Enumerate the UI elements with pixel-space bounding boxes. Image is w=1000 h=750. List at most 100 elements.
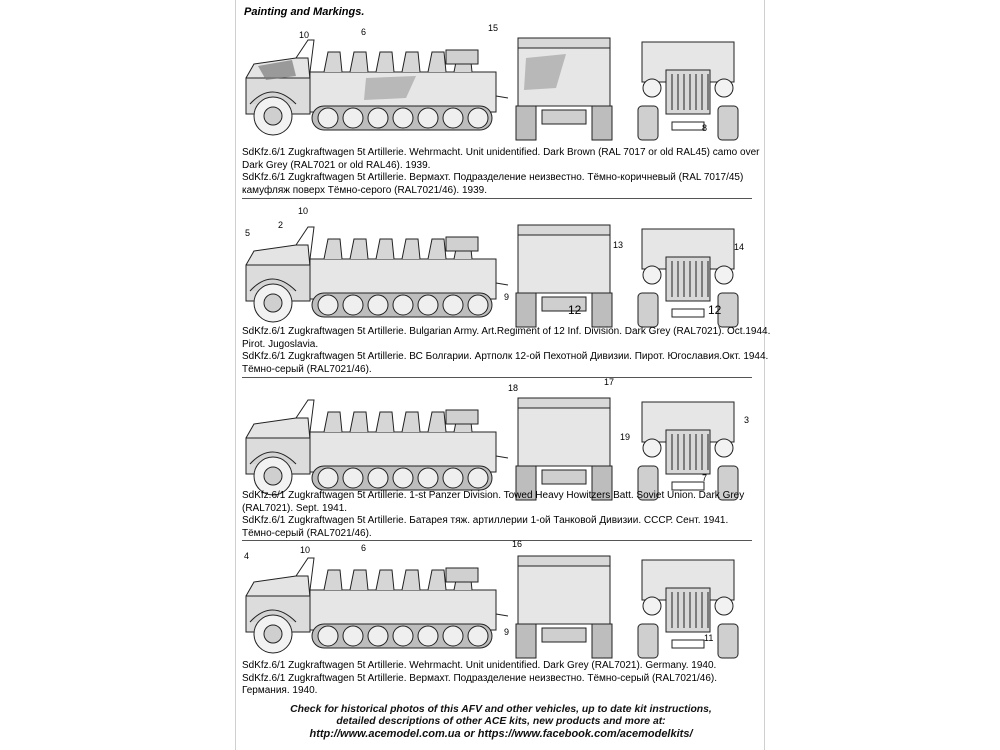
road-wheel — [367, 107, 389, 129]
callout-label: 16 — [512, 539, 523, 549]
road-wheel — [417, 467, 439, 489]
callout-label: 5 — [245, 228, 251, 238]
rear-track-right — [591, 623, 613, 659]
page-heading: Painting and Markings. — [244, 6, 365, 18]
crew-compartment — [309, 589, 497, 631]
windshield — [295, 557, 315, 591]
halftrack-drawing-2 — [245, 224, 739, 328]
seat-back — [323, 411, 343, 433]
callout-label: 12 — [708, 303, 722, 317]
rear-track-right — [591, 465, 613, 501]
road-wheel — [317, 625, 339, 647]
caption-line: SdKfz.6/1 Zugkraftwagen 5t Artillerie. 1… — [242, 490, 745, 501]
tow-hook — [495, 95, 509, 99]
caption-line: (RAL7021). Sept. 1941. — [242, 502, 348, 514]
seat-back — [323, 569, 343, 591]
road-wheel — [367, 294, 389, 316]
road-wheel — [417, 107, 439, 129]
seat-back — [427, 569, 447, 591]
headlight-right — [714, 596, 734, 616]
front-tyre-right — [717, 465, 739, 501]
windshield — [295, 226, 315, 260]
rear-track-left — [515, 105, 537, 141]
headlight-left — [642, 78, 662, 98]
seat-back — [375, 569, 395, 591]
windshield — [295, 399, 315, 433]
footer-line: Check for historical photos of this AFV … — [290, 704, 712, 715]
vehicle-profile-1: 10 6 15 8 — [236, 18, 766, 148]
seat-back — [349, 51, 369, 73]
road-wheel — [392, 467, 414, 489]
seat-back — [323, 51, 343, 73]
profile-caption-2: SdKfz.6/1 Zugkraftwagen 5t Artillerie. B… — [242, 326, 771, 376]
rear-axle — [541, 469, 587, 485]
rear-track-left — [515, 292, 537, 328]
headlight-right — [714, 265, 734, 285]
callout-label: 12 — [568, 303, 582, 317]
rear-track-left — [515, 465, 537, 501]
callout-label: 13 — [613, 240, 624, 250]
ammo-box — [445, 236, 479, 252]
road-wheel — [467, 625, 489, 647]
road-wheel — [367, 625, 389, 647]
seat-back — [323, 238, 343, 260]
vehicle-art — [245, 37, 739, 141]
callout-label: 2 — [278, 220, 284, 230]
road-wheel — [392, 294, 414, 316]
callout-label: 6 — [361, 27, 367, 37]
caption-line: SdKfz.6/1 Zugkraftwagen 5t Artillerie. Б… — [242, 515, 729, 526]
number-plate — [671, 308, 705, 318]
callout-label: 3 — [744, 415, 750, 425]
ammo-box — [445, 409, 479, 425]
front-tyre-left — [637, 465, 659, 501]
radiator — [665, 429, 711, 475]
tow-hook — [495, 455, 509, 459]
windshield — [295, 39, 315, 73]
caption-line: SdKfz.6/1 Zugkraftwagen 5t Artillerie. B… — [242, 326, 771, 337]
halftrack-drawing-4 — [245, 555, 739, 659]
rear-axle — [541, 109, 587, 125]
radiator — [665, 69, 711, 115]
caption-line: SdKfz.6/1 Zugkraftwagen 5t Artillerie. W… — [242, 660, 717, 671]
vehicle-art — [245, 224, 739, 328]
road-wheel — [467, 107, 489, 129]
vehicle-profile-3: 18 17 3 19 7 — [236, 378, 766, 508]
seat-back — [349, 238, 369, 260]
wheel-hub — [263, 466, 283, 486]
rear-axle — [541, 627, 587, 643]
ammo-box — [445, 567, 479, 583]
road-wheel — [392, 107, 414, 129]
camo-patch — [258, 60, 296, 80]
road-wheel — [317, 467, 339, 489]
callout-label: 10 — [298, 206, 309, 216]
callout-label: 7 — [702, 473, 708, 483]
caption-line: Тёмно-серый (RAL7021/46). — [242, 527, 372, 539]
wheel-hub — [263, 106, 283, 126]
callout-label: 15 — [488, 23, 499, 33]
profile-caption-1: SdKfz.6/1 Zugkraftwagen 5t Artillerie. W… — [242, 147, 760, 197]
tow-hook — [495, 282, 509, 286]
divider — [242, 540, 752, 541]
seat-back — [375, 51, 395, 73]
road-wheel — [442, 467, 464, 489]
crew-compartment — [309, 431, 497, 473]
ammo-box — [445, 49, 479, 65]
crew-compartment — [309, 258, 497, 300]
rear-track-right — [591, 292, 613, 328]
seat-back — [401, 51, 421, 73]
number-plate — [671, 639, 705, 649]
callout-label: 8 — [702, 123, 708, 133]
front-tyre-right — [717, 105, 739, 141]
rear-body — [517, 234, 611, 294]
divider — [242, 377, 752, 378]
callout-label: 6 — [361, 543, 367, 553]
road-wheel — [317, 107, 339, 129]
rear-track-left — [515, 623, 537, 659]
headlight-left — [642, 438, 662, 458]
caption-line: SdKfz.6/1 Zugkraftwagen 5t Artillerie. W… — [242, 147, 760, 158]
website-links[interactable]: http://www.acemodel.com.ua or https://ww… — [309, 728, 693, 740]
tow-hook — [495, 613, 509, 617]
road-wheel — [417, 625, 439, 647]
rear-seat-row — [517, 37, 611, 49]
callout-label: 9 — [504, 292, 510, 302]
